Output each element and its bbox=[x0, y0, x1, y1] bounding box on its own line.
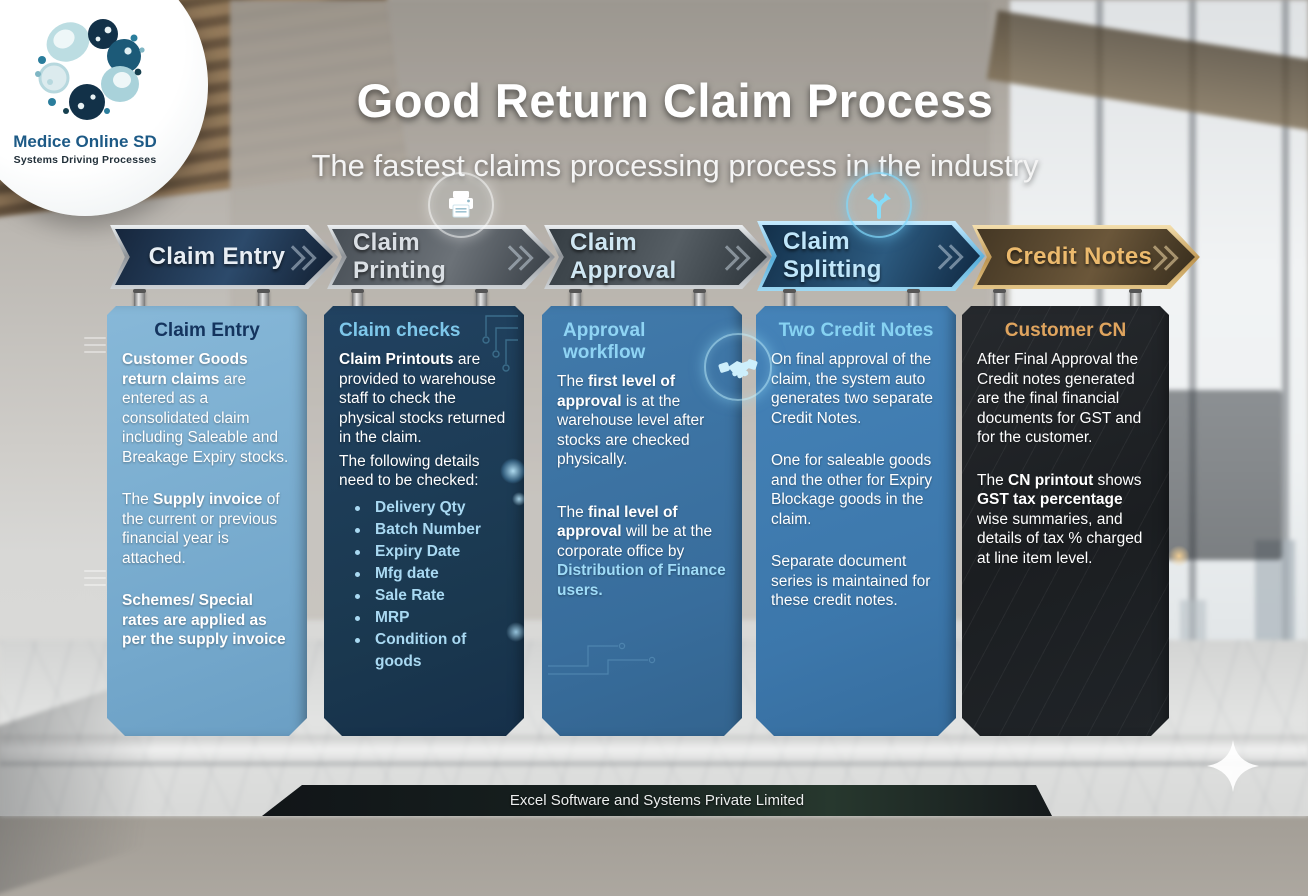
stage-banner-claim-printing: Claim Printing bbox=[327, 225, 555, 289]
card-paragraph: The first level of approval is at the wa… bbox=[557, 373, 705, 469]
stand-pole bbox=[133, 289, 146, 313]
card-heading: Claim Entry bbox=[154, 320, 260, 341]
logo-title: Medice Online SD bbox=[13, 132, 157, 151]
stage-banner-label: Claim Splitting bbox=[783, 228, 882, 283]
stand-pole bbox=[1129, 289, 1142, 313]
handshake-icon bbox=[704, 333, 772, 401]
check-details-list: Delivery Qty Batch Number Expiry Date Mf… bbox=[339, 497, 509, 673]
page-title: Good Return Claim Process bbox=[356, 74, 994, 128]
stand-pole bbox=[993, 289, 1006, 313]
stage-banner-claim-approval: Claim Approval bbox=[544, 225, 772, 289]
printer-glyph bbox=[449, 191, 473, 218]
spacer bbox=[122, 581, 292, 591]
background-monitor bbox=[1162, 390, 1282, 560]
list-item: Expiry Date bbox=[349, 541, 509, 563]
card-paragraph: The Supply invoice of the current or pre… bbox=[122, 491, 280, 567]
sparkle-icon bbox=[512, 492, 526, 506]
footer-bar: Excel Software and Systems Private Limit… bbox=[262, 785, 1052, 816]
split-arrows-icon bbox=[846, 172, 912, 238]
card-paragraph: One for saleable goods and the other for… bbox=[771, 452, 933, 528]
banner-face bbox=[332, 229, 550, 285]
stand-pole bbox=[907, 289, 920, 313]
card-paragraph: After Final Approval the Credit notes ge… bbox=[977, 351, 1142, 447]
card-heading: Two Credit Notes bbox=[778, 320, 934, 341]
card-paragraph: The CN printout shows GST tax percentage… bbox=[977, 471, 1143, 567]
card-paragraph: Customer Goods return claims are entered… bbox=[122, 351, 289, 466]
stage-banner-claim-entry: Claim Entry bbox=[110, 225, 338, 289]
logo-subtitle: Systems Driving Processes bbox=[13, 154, 157, 166]
list-item: Condition of goods bbox=[349, 629, 509, 673]
card-claim-entry: Claim Entry Customer Goods return claims… bbox=[107, 306, 307, 736]
list-item: Sale Rate bbox=[349, 585, 509, 607]
list-item: Batch Number bbox=[349, 519, 509, 541]
circuit-decoration-icon bbox=[548, 616, 668, 676]
stage-banner-credit-notes: Credit Notes bbox=[972, 225, 1200, 289]
printer-icon bbox=[428, 172, 494, 238]
sparkle-icon bbox=[500, 458, 526, 484]
card-paragraph: Claim Printouts are provided to warehous… bbox=[339, 351, 506, 447]
background-ghost-text bbox=[84, 565, 106, 595]
spacer bbox=[977, 461, 1154, 471]
sparkle-icon bbox=[506, 622, 526, 642]
spacer bbox=[771, 441, 941, 451]
card-paragraph: Separate document series is maintained f… bbox=[771, 553, 931, 610]
sparkle-star-icon bbox=[1207, 740, 1259, 792]
background-floor-line bbox=[0, 762, 1308, 765]
spacer bbox=[771, 542, 941, 552]
sparkle-icon bbox=[1168, 545, 1190, 567]
stand-pole bbox=[693, 289, 706, 313]
footer-company-name: Excel Software and Systems Private Limit… bbox=[509, 792, 805, 809]
card-two-credit-notes: Two Credit Notes On final approval of th… bbox=[756, 306, 956, 736]
stage-banner-label: Claim Entry bbox=[148, 243, 286, 270]
card-paragraph: On final approval of the claim, the syst… bbox=[771, 351, 933, 427]
circuit-decoration-icon bbox=[434, 310, 520, 400]
card-heading: Customer CN bbox=[1004, 320, 1127, 341]
handshake-glyph bbox=[718, 359, 758, 379]
card-paragraph: The final level of approval will be at t… bbox=[557, 503, 726, 599]
card-claim-checks: Claim checks Claim Printouts are provide… bbox=[324, 306, 524, 736]
banner-face bbox=[549, 229, 767, 285]
background-ghost-text bbox=[84, 332, 106, 362]
stand-pole bbox=[475, 289, 488, 313]
page-subtitle: The fastest claims processing process in… bbox=[311, 147, 1039, 183]
card-paragraph: The following details need to be checked… bbox=[339, 452, 480, 490]
list-item: Delivery Qty bbox=[349, 497, 509, 519]
card-customer-cn: Customer CN After Final Approval the Cre… bbox=[962, 306, 1169, 736]
split-arrows-glyph bbox=[867, 193, 891, 219]
stage-banner-label: Claim Printing bbox=[353, 229, 447, 284]
stand-pole bbox=[783, 289, 796, 313]
stage-banner-label: Claim Approval bbox=[570, 229, 677, 284]
spacer bbox=[557, 493, 727, 503]
stand-pole bbox=[257, 289, 270, 313]
card-heading: Claim checks bbox=[339, 320, 461, 341]
medice-pills-logo-icon bbox=[35, 19, 145, 120]
spacer bbox=[557, 483, 727, 493]
stand-pole bbox=[351, 289, 364, 313]
card-paragraph: Schemes/ Special rates are applied as pe… bbox=[122, 592, 286, 649]
banner-face bbox=[977, 229, 1195, 285]
banner-face bbox=[115, 229, 333, 285]
spacer bbox=[122, 480, 292, 490]
list-item: Mfg date bbox=[349, 563, 509, 585]
list-item: MRP bbox=[349, 607, 509, 629]
stand-pole bbox=[569, 289, 582, 313]
card-heading: Approval workflow bbox=[563, 320, 646, 363]
stage-banner-label: Credit Notes bbox=[1005, 243, 1153, 270]
